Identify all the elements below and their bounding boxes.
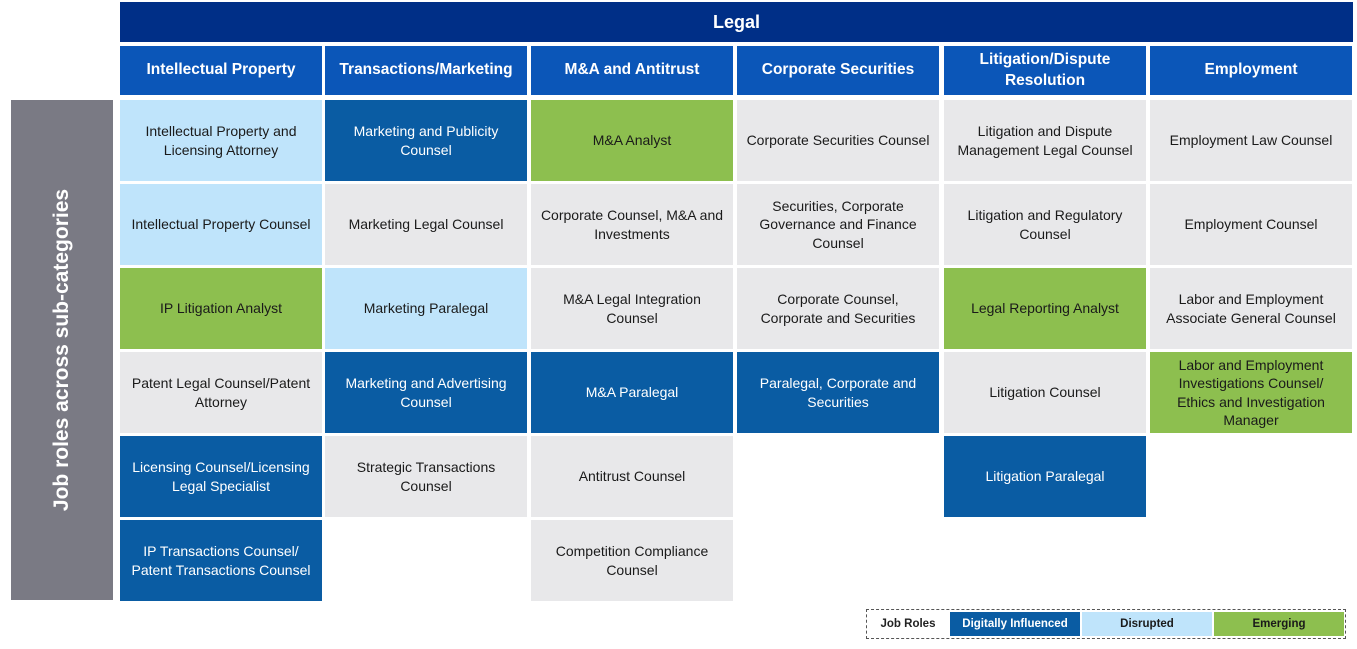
column-header: Litigation/Dispute Resolution [944, 46, 1146, 95]
role-cell: Litigation and Regulatory Counsel [944, 184, 1146, 265]
role-cell: Litigation Paralegal [944, 436, 1146, 517]
column-header: Employment [1150, 46, 1352, 95]
role-cell: Employment Law Counsel [1150, 100, 1352, 181]
role-cell: Corporate Securities Counsel [737, 100, 939, 181]
role-cell: Competition Compliance Counsel [531, 520, 733, 601]
role-cell: Marketing and Advertising Counsel [325, 352, 527, 433]
role-cell: Antitrust Counsel [531, 436, 733, 517]
role-cell: Litigation and Dispute Management Legal … [944, 100, 1146, 181]
role-cell: Paralegal, Corporate and Securities [737, 352, 939, 433]
role-cell: Intellectual Property and Licensing Atto… [120, 100, 322, 181]
role-cell: M&A Analyst [531, 100, 733, 181]
column-header: Intellectual Property [120, 46, 322, 95]
role-cell: Intellectual Property Counsel [120, 184, 322, 265]
role-cell: Corporate Counsel, M&A and Investments [531, 184, 733, 265]
role-cell: Litigation Counsel [944, 352, 1146, 433]
role-cell: Securities, Corporate Governance and Fin… [737, 184, 939, 265]
role-cell: Marketing Legal Counsel [325, 184, 527, 265]
role-cell: Employment Counsel [1150, 184, 1352, 265]
role-cell: Corporate Counsel, Corporate and Securit… [737, 268, 939, 349]
sidebar-label: Job roles across sub-categories [50, 188, 74, 512]
sidebar-label-box: Job roles across sub-categories [11, 100, 113, 600]
role-cell: Licensing Counsel/Licensing Legal Specia… [120, 436, 322, 517]
role-cell: Patent Legal Counsel/Patent Attorney [120, 352, 322, 433]
role-cell: IP Litigation Analyst [120, 268, 322, 349]
role-cell: Strategic Transactions Counsel [325, 436, 527, 517]
role-cell: M&A Legal Integration Counsel [531, 268, 733, 349]
column-header: Corporate Securities [737, 46, 939, 95]
legend-emerging: Emerging [1214, 612, 1344, 636]
legend-disrupted: Disrupted [1082, 612, 1212, 636]
legend: Job Roles Digitally Influenced Disrupted… [866, 609, 1346, 639]
role-cell: Marketing Paralegal [325, 268, 527, 349]
legend-digitally-influenced: Digitally Influenced [950, 612, 1080, 636]
column-header: M&A and Antitrust [531, 46, 733, 95]
role-cell: Labor and Employment Investigations Coun… [1150, 352, 1352, 433]
role-cell: Marketing and Publicity Counsel [325, 100, 527, 181]
legend-label: Job Roles [867, 610, 949, 638]
role-cell: M&A Paralegal [531, 352, 733, 433]
role-cell: IP Transactions Counsel/ Patent Transact… [120, 520, 322, 601]
role-cell: Legal Reporting Analyst [944, 268, 1146, 349]
legal-banner: Legal [120, 2, 1353, 42]
role-cell: Labor and Employment Associate General C… [1150, 268, 1352, 349]
column-header: Transactions/Marketing [325, 46, 527, 95]
